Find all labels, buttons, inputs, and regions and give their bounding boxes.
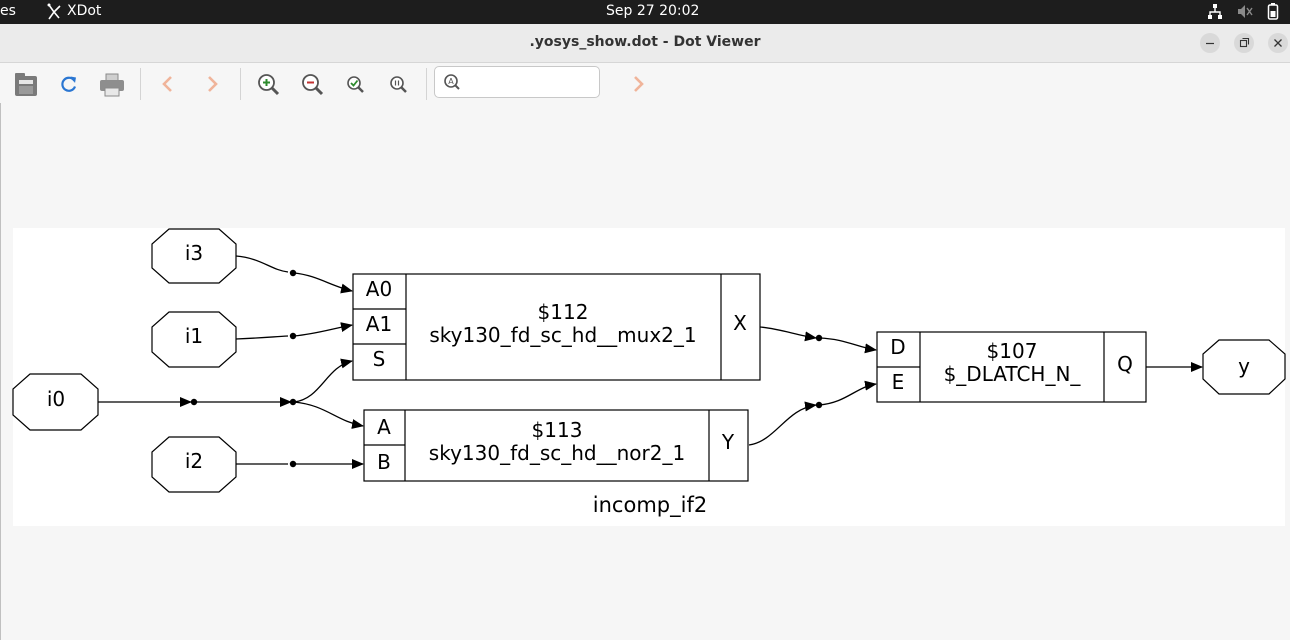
app-menu-label[interactable]: XDot [67,3,102,19]
junction-dot [190,398,198,406]
input-node-i3[interactable]: i3 [151,228,237,284]
toolbar-separator [140,68,141,100]
zoom-in-button[interactable] [251,67,285,101]
input-node-i1[interactable]: i1 [151,311,237,368]
close-icon [1274,39,1282,47]
network-icon[interactable] [1207,3,1223,24]
printer-icon [100,73,124,97]
forward-button[interactable] [195,67,229,101]
input-label-i2: i2 [185,449,203,473]
refresh-icon [61,76,77,92]
chevron-left-icon [162,76,172,92]
output-node-y[interactable]: y [1202,339,1286,395]
edge [818,380,877,406]
close-button[interactable] [1268,33,1288,53]
edge [293,272,353,294]
nor-port-y: Y [721,430,735,454]
back-button[interactable] [151,67,185,101]
print-button[interactable] [95,67,129,101]
mux-port-a0: A0 [366,277,392,301]
zoom-original-icon [390,76,407,93]
input-label-i0: i0 [47,387,65,411]
input-label-i1: i1 [185,324,203,348]
junction-dot [289,269,297,277]
chevron-right-icon [208,76,218,92]
minimize-button[interactable] [1200,33,1220,53]
folder-open-icon [15,73,37,96]
chevron-right-icon [634,76,644,92]
maximize-button[interactable] [1234,33,1254,53]
toolbar-separator [240,68,241,100]
mux-port-s: S [373,347,386,371]
input-node-i0[interactable]: i0 [12,373,99,431]
toolbar-separator [426,68,427,100]
nor-cell-id: $113 [532,418,583,442]
maximize-icon [1239,37,1250,48]
edge [748,401,817,446]
latch-port-d: D [890,335,905,359]
nor-port-b: B [377,450,391,474]
edge [293,401,364,429]
junction-dot [815,401,823,409]
minimize-icon [1206,42,1214,45]
volume-muted-icon[interactable] [1236,3,1254,24]
zoom-fit-icon [347,76,364,93]
find-next-button[interactable] [621,67,655,101]
app-menu-icon[interactable] [46,3,62,25]
junction-dot [289,398,297,406]
zoom-100-button[interactable] [381,67,415,101]
activities-label[interactable]: es [0,3,16,19]
cell-mux2[interactable]: A0 A1 S $112 sky130_fd_sc_hd__mux2_1 X [352,273,761,381]
junction-dot [815,334,823,342]
toolbar: A [0,63,1290,103]
edge [235,335,289,340]
zoom-out-icon [302,74,324,96]
nor-cell-type: sky130_fd_sc_hd__nor2_1 [429,441,685,465]
clock[interactable]: Sep 27 20:02 [606,3,700,19]
graph-canvas[interactable]: i3 i1 i0 i2 A0 A1 S $112 sky130_fd_sc_hd… [0,103,1290,640]
edge [293,322,353,337]
battery-icon[interactable] [1267,2,1279,25]
reload-button[interactable] [52,67,86,101]
window-title-bar: .yosys_show.dot - Dot Viewer [0,24,1290,63]
svg-text:A: A [448,77,454,86]
edge [759,326,817,342]
zoom-out-button[interactable] [295,67,329,101]
open-file-button[interactable] [9,67,43,101]
edge [818,337,877,354]
zoom-in-icon [258,74,280,96]
search-box[interactable]: A [434,66,600,98]
nor-port-a: A [377,415,391,439]
mux-cell-type: sky130_fd_sc_hd__mux2_1 [429,323,696,347]
input-node-i2[interactable]: i2 [151,436,237,493]
search-icon: A [444,74,460,90]
latch-cell-type: $_DLATCH_N_ [944,362,1082,386]
module-label: incomp_if2 [593,493,707,518]
junction-dots [190,269,823,468]
cell-dlatch[interactable]: D E $107 $_DLATCH_N_ Q [876,331,1147,403]
junction-dot [289,332,297,340]
junction-dot [289,460,297,468]
mux-port-a1: A1 [366,312,392,336]
output-label-y: y [1238,354,1250,378]
latch-port-q: Q [1117,352,1133,376]
window-title: .yosys_show.dot - Dot Viewer [529,34,761,50]
edge [235,255,289,273]
latch-cell-id: $107 [987,339,1038,363]
mux-cell-id: $112 [538,300,589,324]
search-input[interactable] [465,71,597,95]
system-top-bar: es XDot Sep 27 20:02 [0,0,1290,24]
zoom-fit-button[interactable] [338,67,372,101]
mux-port-x: X [733,311,747,335]
input-label-i3: i3 [185,241,203,265]
edge [293,358,353,403]
latch-port-e: E [892,370,905,394]
cell-nor2[interactable]: A B $113 sky130_fd_sc_hd__nor2_1 Y [363,409,749,482]
graph-drawing[interactable]: i3 i1 i0 i2 A0 A1 S $112 sky130_fd_sc_hd… [1,103,1290,640]
graph-edges [98,255,1203,469]
